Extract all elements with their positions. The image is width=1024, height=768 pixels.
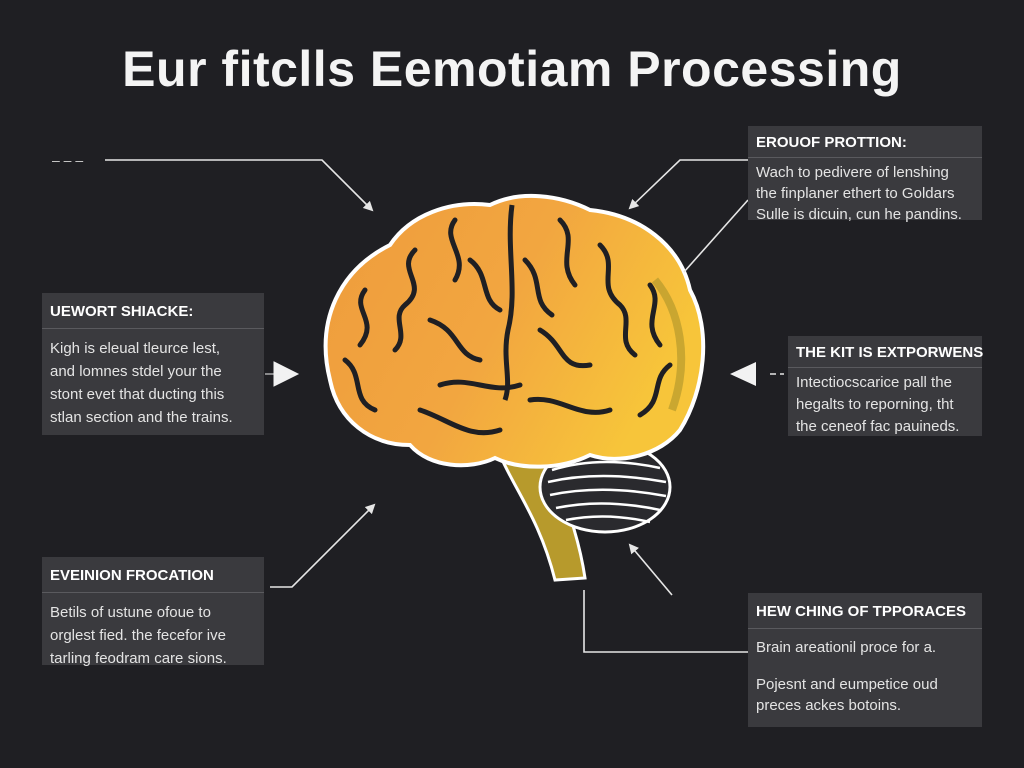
panel-body: Wach to pedivere of lenshing the finplan… xyxy=(748,158,982,229)
arrow-mid-left xyxy=(265,361,300,387)
panel-line: Kigh is eleual tleurce lest, xyxy=(50,340,221,357)
panel-line: preces ackes botoins. xyxy=(756,697,902,714)
panel-mid-right: THE KIT IS EXTPORWENS Intectiocscarice p… xyxy=(788,336,983,436)
panel-line: the finplaner ethert to Goldars xyxy=(756,185,955,202)
panel-body: Brain areationil proce for a. Pojesnt an… xyxy=(748,629,982,724)
panel-line: hegalts to reporning, tht xyxy=(796,396,954,413)
connector-top-right xyxy=(628,159,748,210)
panel-line: the ceneof fac pauineds. xyxy=(796,418,960,435)
corner-dash-label: – – – xyxy=(52,152,84,168)
panel-line: Wach to pedivere of lenshing xyxy=(756,164,949,181)
panel-line: Pojesnt and eumpetice oud xyxy=(756,676,938,693)
panel-heading: HEW CHING OF TPPORACES xyxy=(748,593,982,629)
panel-line: stont evet that ducting this xyxy=(50,386,225,403)
arrow-mid-right xyxy=(730,362,756,386)
panel-bottom-right: HEW CHING OF TPPORACES Brain areationil … xyxy=(748,593,982,727)
panel-line: tarling feodram care sions. xyxy=(50,650,227,667)
panel-line: and lomnes stdel your the xyxy=(50,363,222,380)
panel-bottom-left: EVEINION FROCATION Betils of ustune ofou… xyxy=(42,557,264,667)
panel-line: Betils of ustune ofoue to xyxy=(50,604,211,621)
panel-body: Intectiocscarice pall the hegalts to rep… xyxy=(788,368,982,442)
connector-top-left xyxy=(105,159,374,212)
panel-line: Intectiocscarice pall the xyxy=(796,374,952,391)
connector-bottom-left xyxy=(270,503,376,588)
panel-line: Sulle is dicuin, cun he pandins. xyxy=(756,206,962,223)
panel-body: Kigh is eleual tleurce lest, and lomnes … xyxy=(42,329,264,437)
cerebrum xyxy=(323,194,706,469)
panel-heading: UEWORT SHIACKE: xyxy=(42,293,264,329)
panel-heading: EROUOF PROTTION: xyxy=(748,126,982,158)
panel-mid-left: UEWORT SHIACKE: Kigh is eleual tleurce l… xyxy=(42,293,264,435)
panel-top-right: EROUOF PROTTION: Wach to pedivere of len… xyxy=(748,126,982,223)
panel-heading: EVEINION FROCATION xyxy=(42,557,264,593)
connector-top-right-diagonal xyxy=(683,199,749,273)
page-title: Eur fitclls Eemotiam Processing xyxy=(122,41,902,97)
panel-line: orglest fied. the fecefor ive xyxy=(50,627,226,644)
panel-heading: THE KIT IS EXTPORWENS xyxy=(788,336,983,368)
panel-line: Brain areationil proce for a. xyxy=(756,639,937,656)
panel-line: stlan section and the trains. xyxy=(50,409,233,426)
connector-bottom-right-diagonal xyxy=(628,543,673,596)
panel-body: Betils of ustune ofoue to orglest fied. … xyxy=(42,593,264,678)
connector-bottom-right xyxy=(583,590,748,653)
